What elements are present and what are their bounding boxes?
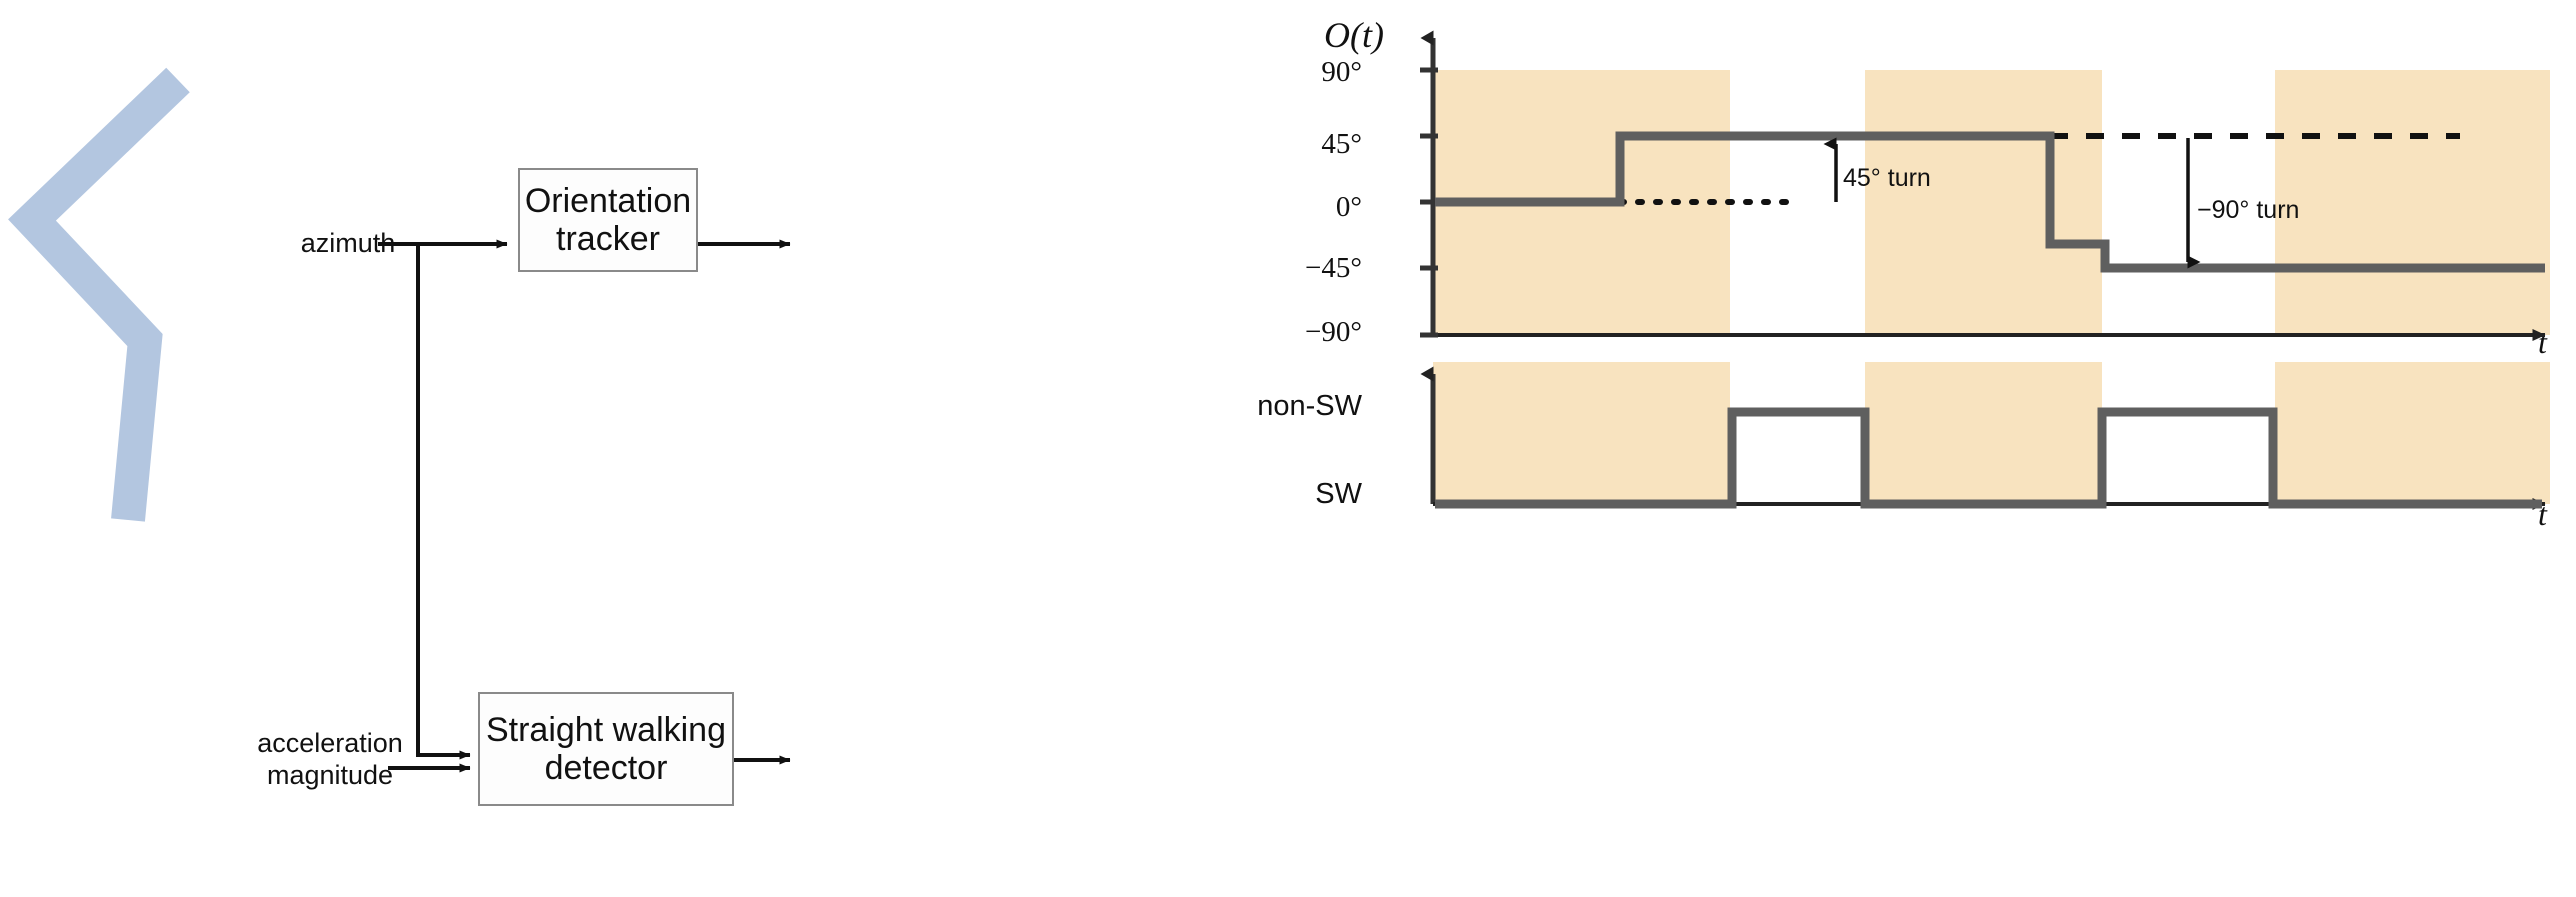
annotation-label-45-turn: 45° turn (1843, 164, 1931, 192)
shaded-band-2 (1865, 70, 2102, 335)
acceleration-label-line2: magnitude (266, 759, 394, 790)
detector-line1: Straight walking (485, 710, 726, 749)
detector-line2: detector (544, 749, 668, 787)
orientation-chart-xlabel: t (2538, 324, 2547, 360)
input-label-acceleration-magnitude: acceleration magnitude (230, 728, 430, 792)
shaded-band-3 (2275, 70, 2550, 335)
orientation-chart-plot (1420, 30, 2550, 341)
orientation-tracker-line1: Orientation (524, 181, 692, 220)
category-label-sw: SW (1315, 478, 1362, 510)
ytick-label-minus45: −45° (1305, 252, 1362, 284)
block-orientation-tracker[interactable]: Orientation tracker (518, 168, 698, 272)
orientation-tracker-line2: tracker (556, 220, 660, 258)
sw-shaded-band-1 (1433, 362, 1730, 504)
orientation-chart-ylabel: O(t) (1324, 15, 1384, 55)
ytick-label-minus90: −90° (1305, 316, 1362, 348)
block-straight-walking-detector[interactable]: Straight walking detector (478, 692, 734, 806)
wire-azimuth-branch-down (416, 244, 471, 760)
walking-path-figure (8, 67, 190, 522)
sw-chart-plot (1420, 362, 2550, 510)
sw-signal-step (1435, 407, 2542, 509)
ytick-label-90: 90° (1321, 56, 1362, 88)
walking-path-polyline (8, 67, 190, 522)
sw-chart-xlabel: t (2538, 496, 2547, 532)
ytick-label-0: 0° (1335, 191, 1362, 223)
acceleration-label-line1: acceleration (257, 728, 403, 758)
sw-shaded-band-3 (2275, 362, 2550, 504)
orientation-signal-step (1435, 131, 2545, 273)
diagram-wires (378, 239, 791, 773)
category-label-non-sw: non-SW (1257, 390, 1362, 422)
sw-shaded-band-2 (1865, 362, 2102, 504)
annotation-label-minus90-turn: −90° turn (2197, 196, 2300, 224)
ytick-label-45: 45° (1321, 128, 1362, 160)
